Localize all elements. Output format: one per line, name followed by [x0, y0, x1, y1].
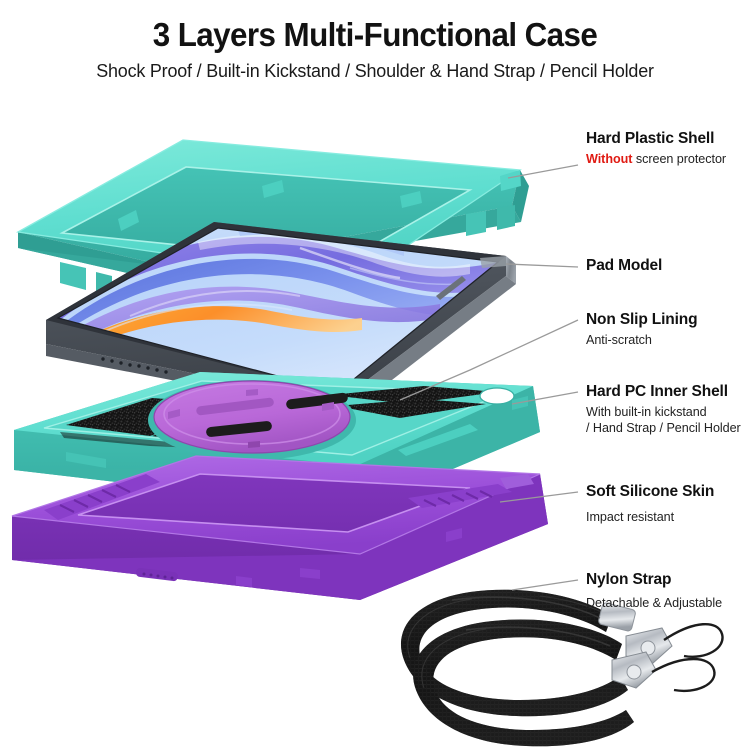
without-rest: screen protector [632, 151, 727, 166]
annotation-title: Non Slip Lining [586, 311, 698, 328]
annotation-title: Nylon Strap [586, 571, 672, 588]
leader-nylon-strap [511, 579, 579, 591]
annotation-title: Hard PC Inner Shell [586, 383, 728, 400]
annotation-title: Hard Plastic Shell [586, 130, 715, 147]
page-title: 3 Layers Multi-Functional Case [152, 16, 598, 53]
leader-non-slip-lining [399, 319, 579, 401]
part-soft-silicone-skin [11, 455, 548, 600]
annotation-title: Pad Model [586, 257, 663, 274]
leader-lines [399, 164, 579, 591]
annotation-nylon-strap: Nylon Strap Detachable & Adjustable [586, 571, 722, 611]
grip-ribs-left [44, 474, 160, 520]
page-subtitle: Shock Proof / Built-in Kickstand / Shoul… [96, 60, 654, 81]
leader-soft-silicone-skin [499, 491, 579, 503]
speaker-grille [101, 357, 168, 374]
strap-cord-loops [651, 622, 724, 693]
strap-metal-clips [598, 602, 673, 689]
annotation-non-slip-lining: Non Slip Lining Anti-scratch [586, 311, 698, 348]
camera-cutout [479, 387, 515, 405]
silicone-speaker-cutout [136, 567, 178, 582]
part-hard-plastic-shell [16, 139, 529, 296]
annotation-soft-silicone-skin: Soft Silicone Skin Impact resistant [586, 483, 714, 525]
header: 3 Layers Multi-Functional Case Shock Pro… [0, 0, 750, 82]
part-nylon-strap [400, 589, 724, 747]
part-kickstand-disc [148, 380, 356, 460]
annotation-hard-plastic-shell: Hard Plastic Shell Without screen protec… [586, 130, 726, 167]
annotation-subtitle: Detachable & Adjustable [586, 595, 723, 610]
annotation-hard-pc-inner-shell: Hard PC Inner Shell With built-in kickst… [586, 383, 741, 437]
annotation-subtitle: Impact resistant [586, 509, 675, 524]
annotation-title: Soft Silicone Skin [586, 483, 715, 500]
leader-hard-plastic-shell [507, 164, 579, 179]
annotation-pad-model: Pad Model [586, 257, 662, 275]
annotation-subtitle: Anti-scratch [586, 332, 652, 347]
annotation-subtitle-line1: With built-in kickstand [586, 404, 707, 419]
grip-ribs-right [408, 484, 512, 508]
annotation-subtitle-line2: / Hand Strap / Pencil Holder [586, 421, 741, 436]
leader-hard-pc-inner-shell [511, 391, 579, 405]
annotation-subtitle: Without screen protector [586, 151, 726, 168]
leader-pad-model [505, 263, 579, 268]
without-highlight: Without [586, 151, 633, 166]
